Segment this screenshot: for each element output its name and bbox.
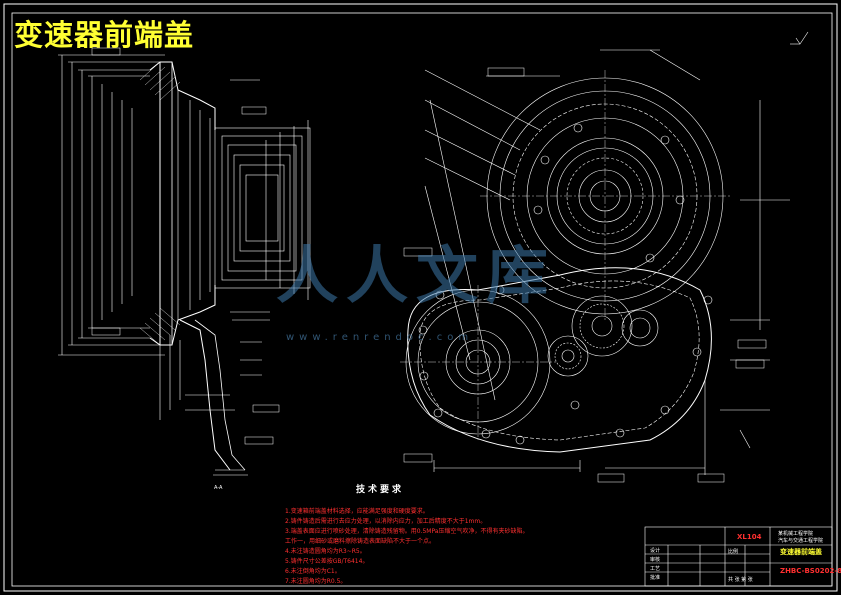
department-name: 汽车与交通工程学院: [778, 538, 824, 544]
requirement-item: 6.未注倒角均为C1。: [285, 568, 341, 575]
watermark-url: www.renrendoc.com: [286, 332, 474, 343]
requirement-item: 1.变速箱前端盖材料选择，应能满足强度和硬度要求。: [285, 508, 429, 515]
requirement-item: 3.端盖表面应进行喷砂处理，清除铸造残留物。用0.5MPa压缩空气吹净，不得有夹…: [285, 528, 529, 535]
section-label: A-A: [214, 485, 223, 491]
tolerance-frames: [91, 47, 280, 445]
watermark-logo: 人人文库: [276, 239, 557, 312]
drawing-number: XL104: [737, 533, 762, 541]
title-block-frame: [644, 526, 833, 587]
part-code: ZHBC-BS0202-8: [780, 567, 841, 575]
sheet-label: 共 张 第 张: [728, 577, 753, 583]
part-name: 变速器前端盖: [780, 548, 822, 556]
requirement-item: 4.未注铸造圆角均为R3~R5。: [285, 548, 366, 555]
requirement-item: 7.未注圆角均为R0.5。: [285, 578, 347, 585]
requirement-item: 2.铸件铸造后需进行去应力处理，以消除内应力，加工后精度不大于1mm。: [285, 518, 487, 525]
roughness-symbol: [790, 31, 809, 45]
tb-row-design: 设计: [650, 548, 661, 554]
tb-row-approve: 批准: [650, 575, 661, 581]
tolerance-frames-right: [403, 67, 767, 483]
school-name: 某机械工程学院: [778, 531, 814, 537]
tb-row-process: 工艺: [650, 566, 661, 572]
page-title: 变速器前端盖: [14, 18, 195, 52]
requirement-item: 工作一，用细砂或磨料擦除铸造表面缺陷不大于一个点。: [285, 538, 436, 545]
tb-row-review: 审核: [650, 557, 661, 563]
inner-frame: [11, 12, 833, 587]
requirement-item: 5.铸件尺寸公差按GB/T6414。: [285, 558, 369, 565]
outer-frame: [3, 3, 838, 592]
scale-label: 比例: [728, 549, 739, 555]
tech-requirements-heading: 技术要求: [356, 485, 405, 495]
